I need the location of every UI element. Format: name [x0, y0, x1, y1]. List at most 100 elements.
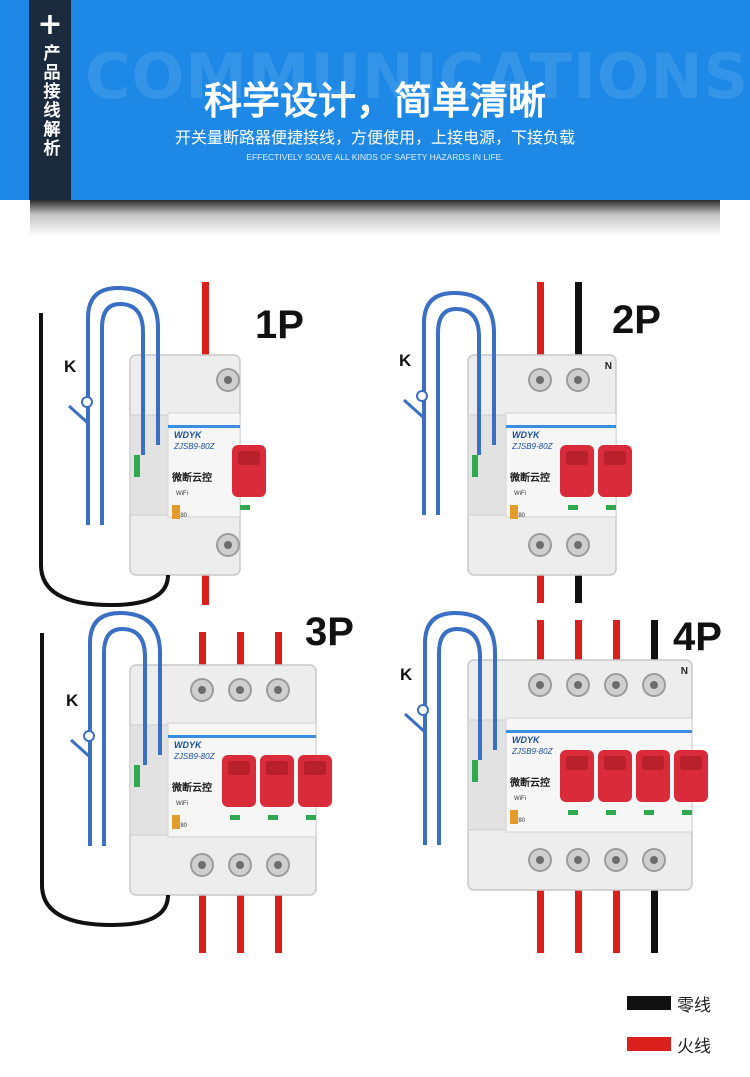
header-watermark: COMMUNICATIONS — [85, 40, 750, 113]
handle-toggle — [266, 761, 288, 775]
screw-head — [198, 686, 206, 694]
neutral-loop-wire — [40, 633, 170, 928]
screw-head — [224, 376, 232, 384]
live-wire-bottom — [275, 890, 282, 953]
rating-label: C80 — [176, 513, 188, 519]
neutral-swatch — [627, 996, 671, 1010]
live-wire-top — [275, 632, 282, 670]
legend-label-neutral: 零线 — [677, 996, 711, 1016]
switch-pivot — [417, 704, 429, 716]
switch-label: K — [66, 691, 79, 710]
switch-label: K — [399, 351, 412, 370]
screw-head — [612, 681, 620, 689]
screw-head — [536, 376, 544, 384]
control-wire — [88, 610, 162, 846]
switch-label: K — [64, 357, 77, 376]
handle-status-led — [606, 810, 616, 815]
brand-logo: WDYK — [512, 735, 541, 745]
switch-blade — [403, 712, 427, 734]
handle-status-led — [268, 815, 278, 820]
switch-pivot — [81, 396, 93, 408]
header-banner — [0, 0, 750, 200]
live-wire-top — [537, 620, 544, 665]
pole-label-4p: 4P — [673, 615, 722, 659]
screw-head — [536, 541, 544, 549]
page-title: 科学设计，简单清晰 — [203, 79, 546, 123]
green-indicator — [134, 455, 140, 477]
neutral-wire-top — [651, 620, 658, 665]
side-tab-label: 产品接线解析 — [39, 44, 60, 158]
brand-logo: WDYK — [512, 430, 541, 440]
screw-head — [650, 681, 658, 689]
handle-toggle — [304, 761, 326, 775]
legend-label-live: 火线 — [677, 1037, 711, 1057]
screw-head — [198, 861, 206, 869]
side-tab: + 产品接线解析 — [29, 0, 71, 200]
switch-blade — [402, 398, 426, 420]
live-wire-top — [199, 632, 206, 670]
neutral-wire-bottom — [575, 570, 582, 603]
control-wire — [86, 285, 160, 525]
switch-blade — [69, 738, 93, 760]
front-label: 微断云控 — [171, 781, 212, 794]
breaker-front-panel — [167, 412, 241, 518]
blue-strip — [168, 735, 316, 738]
wifi-label: WiFi — [176, 801, 188, 807]
english-tagline: EFFECTIVELY SOLVE ALL KINDS OF SAFETY HA… — [246, 152, 504, 162]
live-wire-bottom — [202, 570, 209, 605]
green-indicator — [134, 765, 140, 787]
green-indicator — [472, 760, 478, 782]
brand-logo: WDYK — [174, 740, 203, 750]
page-subtitle: 开关量断路器便捷接线，方便使用，上接电源，下接负载 — [174, 128, 575, 147]
live-wire-bottom — [537, 570, 544, 603]
handle-status-led — [240, 505, 250, 510]
pole-label-2p: 2P — [612, 298, 661, 342]
blue-strip — [506, 425, 616, 428]
blue-strip — [506, 730, 692, 733]
legend-item-live: 火线 — [627, 1034, 737, 1057]
front-label: 微断云控 — [509, 776, 550, 789]
switch-pivot — [416, 390, 428, 402]
handle-status-led — [682, 810, 692, 815]
model-label: ZJSB9-80Z — [173, 442, 216, 451]
screw-head — [574, 376, 582, 384]
live-wire-top — [575, 620, 582, 665]
control-wire — [437, 626, 482, 845]
screw-head — [236, 861, 244, 869]
orange-indicator — [510, 505, 518, 519]
rating-label: C80 — [176, 823, 188, 829]
screw-head — [224, 541, 232, 549]
control-wire — [423, 610, 497, 845]
header-shadow — [30, 200, 720, 236]
screw-head — [236, 686, 244, 694]
wifi-label: WiFi — [176, 491, 188, 497]
live-wire-bottom — [199, 890, 206, 953]
orange-indicator — [172, 505, 180, 519]
neutral-loop-wire — [39, 313, 170, 608]
model-label: ZJSB9-80Z — [173, 752, 216, 761]
orange-indicator — [172, 815, 180, 829]
control-wire — [436, 306, 481, 515]
live-wire-bottom — [237, 890, 244, 953]
screw-head — [574, 856, 582, 864]
rating-label: C80 — [514, 818, 526, 824]
handle-toggle — [680, 756, 702, 770]
model-label: ZJSB9-80Z — [511, 442, 554, 451]
handle-toggle — [566, 451, 588, 465]
handle-toggle — [604, 756, 626, 770]
screw-head — [536, 856, 544, 864]
brand-logo: WDYK — [174, 430, 203, 440]
switch-blade — [67, 404, 91, 426]
handle-toggle — [228, 761, 250, 775]
rating-label: C80 — [514, 513, 526, 519]
handle-status-led — [644, 810, 654, 815]
neutral-terminal-label: N — [681, 666, 688, 677]
front-label: 微断云控 — [509, 471, 550, 484]
switch-pivot — [83, 730, 95, 742]
green-indicator — [472, 455, 478, 477]
handle-toggle — [238, 451, 260, 465]
